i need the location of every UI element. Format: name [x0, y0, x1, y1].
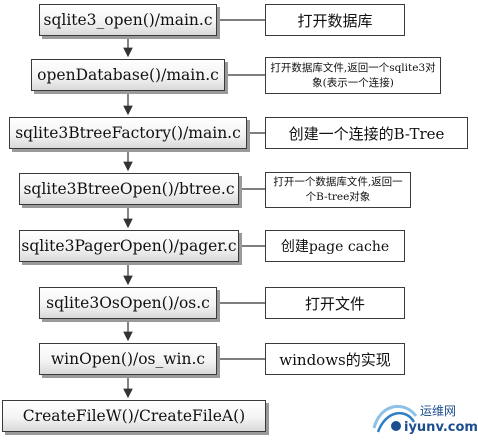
- step-func-label: winOpen()/os_win.c: [50, 350, 206, 368]
- note-text: windows的实现: [279, 350, 391, 369]
- step-box-4: sqlite3BtreeOpen()/btree.c: [19, 173, 239, 205]
- note-box-2: 打开数据库文件,返回一个sqlite3对象(表示一个连接): [265, 57, 441, 94]
- watermark-domain: iyunv.com: [404, 420, 478, 435]
- step-func-label: sqlite3BtreeOpen()/btree.c: [23, 180, 235, 198]
- step-box-6: sqlite3OsOpen()/os.c: [39, 287, 217, 319]
- step-func-label: sqlite3_open()/main.c: [43, 11, 213, 29]
- watermark-title: 运维网: [420, 404, 457, 418]
- step-box-3: sqlite3BtreeFactory()/main.c: [9, 117, 247, 149]
- note-box-1: 打开数据库: [265, 4, 405, 36]
- note-text: 打开文件: [304, 294, 365, 313]
- step-func-label: sqlite3BtreeFactory()/main.c: [15, 124, 241, 142]
- note-box-3: 创建一个连接的B-Tree: [265, 117, 468, 149]
- note-text: 打开数据库: [297, 11, 373, 30]
- note-box-4: 打开一个数据库文件,返回一个B-tree对象: [265, 172, 411, 208]
- note-box-7: windows的实现: [265, 343, 405, 375]
- note-text: 打开一个数据库文件,返回一个B-tree对象: [273, 176, 403, 203]
- step-func-label: sqlite3PagerOpen()/pager.c: [21, 237, 237, 255]
- step-box-2: openDatabase()/main.c: [31, 59, 225, 91]
- step-box-7: winOpen()/os_win.c: [39, 343, 217, 375]
- note-text: 创建一个连接的B-Tree: [288, 124, 445, 143]
- step-box-5: sqlite3PagerOpen()/pager.c: [19, 230, 239, 262]
- step-box-1: sqlite3_open()/main.c: [39, 4, 217, 36]
- note-text: 打开数据库文件,返回一个sqlite3对象(表示一个连接): [270, 61, 436, 89]
- note-box-6: 打开文件: [265, 287, 405, 319]
- step-func-label: openDatabase()/main.c: [37, 66, 219, 84]
- step-func-label: CreateFileW()/CreateFileA(): [22, 407, 246, 425]
- watermark-logo-icon: [372, 405, 418, 433]
- step-box-8: CreateFileW()/CreateFileA(): [2, 400, 266, 432]
- note-box-5: 创建page cache: [265, 230, 405, 262]
- step-func-label: sqlite3OsOpen()/os.c: [46, 294, 210, 312]
- note-text: 创建page cache: [280, 239, 390, 255]
